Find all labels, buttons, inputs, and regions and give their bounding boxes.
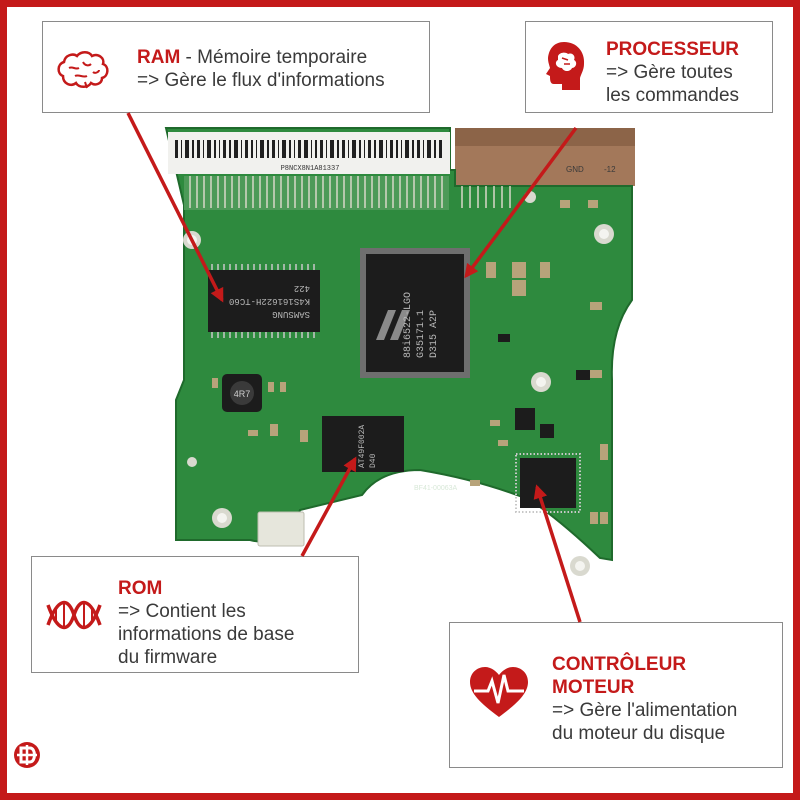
processeur-line2: les commandes: [606, 85, 740, 106]
rom-line1: => Contient les: [118, 601, 246, 622]
rom-line3: du firmware: [118, 647, 218, 668]
controleur-title2: MOTEUR: [552, 677, 635, 698]
ram-title: RAM: [137, 47, 181, 68]
brand-logo-icon: [14, 742, 40, 768]
ram-chip-line1: SAMSUNG: [272, 309, 310, 319]
board-code: BF41-00063A: [414, 485, 458, 492]
dna-icon: [46, 601, 102, 629]
gnd-label: GND: [566, 165, 584, 174]
ram-chip-line2: K4S161622H-TC60: [229, 296, 310, 306]
rom-callout: ROM => Contient les informations de base…: [31, 556, 359, 673]
rom-chip-line1: AT49F002A: [358, 425, 367, 468]
rom-chip-line2: D40: [369, 453, 378, 468]
ram-line2: => Gère le flux d'informations: [137, 70, 385, 91]
brain-icon: [57, 51, 109, 89]
inductor-label: 4R7: [234, 389, 251, 399]
ram-line1: Mémoire temporaire: [197, 47, 368, 68]
processor-chip-line1: 88i6522-LGO: [402, 292, 414, 358]
heartbeat-icon: [470, 667, 528, 717]
motor-controller-chip: [515, 453, 581, 513]
rom-title: ROM: [118, 578, 163, 599]
head-brain-icon: [546, 42, 585, 90]
processeur-callout: PROCESSEUR => Gère toutes les commandes: [525, 21, 773, 113]
rom-chip: AT49F002A D40: [322, 416, 404, 472]
barcode-text: P8NCX8N1A81337: [281, 165, 340, 173]
processeur-line1: => Gère toutes: [606, 62, 733, 83]
processor-chip-line2: G35171.1: [416, 310, 427, 358]
controleur-title1: CONTRÔLEUR: [552, 654, 687, 675]
white-connector: [257, 511, 305, 547]
controleur-line1: => Gère l'alimentation: [552, 700, 738, 721]
processor-chip: 88i6522-LGO G35171.1 D315 A2P: [360, 248, 470, 378]
controleur-line2: du moteur du disque: [552, 723, 726, 744]
ram-separator: -: [180, 47, 198, 68]
controleur-callout: CONTRÔLEUR MOTEUR => Gère l'alimentation…: [449, 622, 783, 768]
inductor: 4R7: [222, 374, 262, 412]
processor-chip-line3: D315 A2P: [429, 310, 440, 358]
ram-chip: SAMSUNG K4S161622H-TC60 422: [208, 264, 320, 338]
rom-line2: informations de base: [118, 624, 295, 645]
processeur-title: PROCESSEUR: [606, 39, 740, 60]
ram-callout: RAM - Mémoire temporaire => Gère le flux…: [42, 21, 430, 113]
ram-chip-line3: 422: [294, 283, 310, 293]
pin12-label: -12: [604, 165, 616, 174]
